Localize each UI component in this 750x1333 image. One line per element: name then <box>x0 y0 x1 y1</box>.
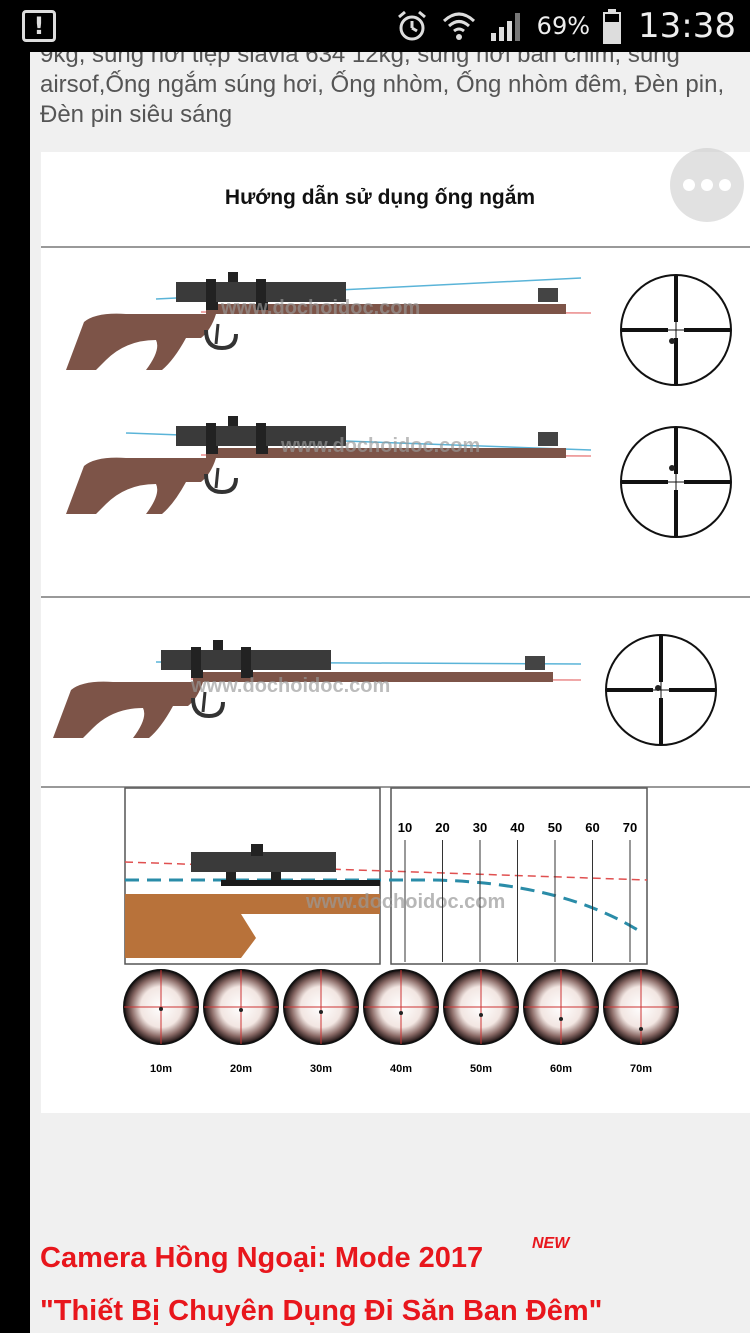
distance-labels: 10m 20m 30m 40m 50m 60m 70m <box>150 1063 652 1075</box>
status-bar: ! 69% 13:38 <box>0 0 750 52</box>
trajectory-diagram: www.dochoidoc.com <box>124 787 648 965</box>
scope-view <box>523 969 599 1045</box>
clock-time: 13:38 <box>638 6 736 46</box>
divider <box>41 596 750 598</box>
rifle-diagram-3: www.dochoidoc.com <box>51 633 718 747</box>
scope-views-row <box>123 969 679 1045</box>
distance-label: 50m <box>470 1063 492 1075</box>
impact-point <box>399 1011 403 1015</box>
dot-icon <box>683 179 695 191</box>
distance-label: 40m <box>390 1063 412 1075</box>
article-page[interactable]: 9kg, súng hơi tiệp slavia 634 12kg, súng… <box>30 52 750 1333</box>
scope-view <box>363 969 439 1045</box>
range-tick-label: 40 <box>510 820 524 835</box>
range-tick-label: 50 <box>548 820 562 835</box>
impact-point <box>159 1007 163 1011</box>
watermark: www.dochoidoc.com <box>220 297 420 319</box>
rifle-diagram-1: www.dochoidoc.com <box>64 272 733 387</box>
range-tick-label: 10 <box>398 820 412 835</box>
dot-icon <box>719 179 731 191</box>
figure-drawing: www.dochoidoc.com www.dochoidoc.com <box>51 272 733 1075</box>
watermark: www.dochoidoc.com <box>280 435 480 457</box>
range-tick-label: 20 <box>435 820 449 835</box>
distance-label: 60m <box>550 1063 572 1075</box>
range-tick-label: 30 <box>473 820 487 835</box>
alarm-clock-icon <box>397 10 426 41</box>
figure-title: Hướng dẫn sử dụng ống ngắm <box>224 186 536 209</box>
impact-point <box>559 1017 563 1021</box>
scope-view <box>283 969 359 1045</box>
promo-title[interactable]: Camera Hồng Ngoại: Mode 2017 <box>40 1242 484 1274</box>
status-icons: 69% 13:38 <box>395 6 736 46</box>
distance-label: 20m <box>230 1063 252 1075</box>
scope-view <box>203 969 279 1045</box>
new-badge: NEW <box>532 1235 570 1252</box>
range-tick-lines <box>404 840 631 962</box>
battery-percent: 69% <box>536 12 591 40</box>
impact-point <box>239 1008 243 1012</box>
distance-label: 30m <box>310 1063 332 1075</box>
impact-point <box>479 1013 483 1017</box>
promo-subtitle[interactable]: "Thiết Bị Chuyên Dụng Đi Săn Ban Đêm" <box>40 1295 603 1327</box>
scope-guide-figure: Hướng dẫn sử dụng ống ngắm <box>41 152 750 1113</box>
distance-label: 70m <box>630 1063 652 1075</box>
rifle-diagram-2: www.dochoidoc.com <box>64 416 733 539</box>
battery-icon <box>603 9 622 44</box>
intro-text: 9kg, súng hơi tiệp slavia 634 12kg, súng… <box>40 52 725 128</box>
range-tick-labels: 10 20 30 40 50 60 70 <box>398 820 637 835</box>
range-tick-label: 60 <box>585 820 599 835</box>
divider <box>41 246 750 248</box>
more-options-button[interactable] <box>670 148 744 222</box>
impact-point <box>639 1027 643 1031</box>
watermark: www.dochoidoc.com <box>190 675 390 697</box>
signal-icon <box>490 13 520 41</box>
distance-label: 10m <box>150 1063 172 1075</box>
scope-view <box>443 969 519 1045</box>
screen-edge <box>0 52 30 1333</box>
range-tick-label: 70 <box>623 820 637 835</box>
scope-view <box>603 969 679 1045</box>
dot-icon <box>701 179 713 191</box>
notification-alert-icon[interactable]: ! <box>22 10 56 42</box>
wifi-icon <box>442 12 475 40</box>
impact-point <box>319 1010 323 1014</box>
divider <box>41 786 750 788</box>
